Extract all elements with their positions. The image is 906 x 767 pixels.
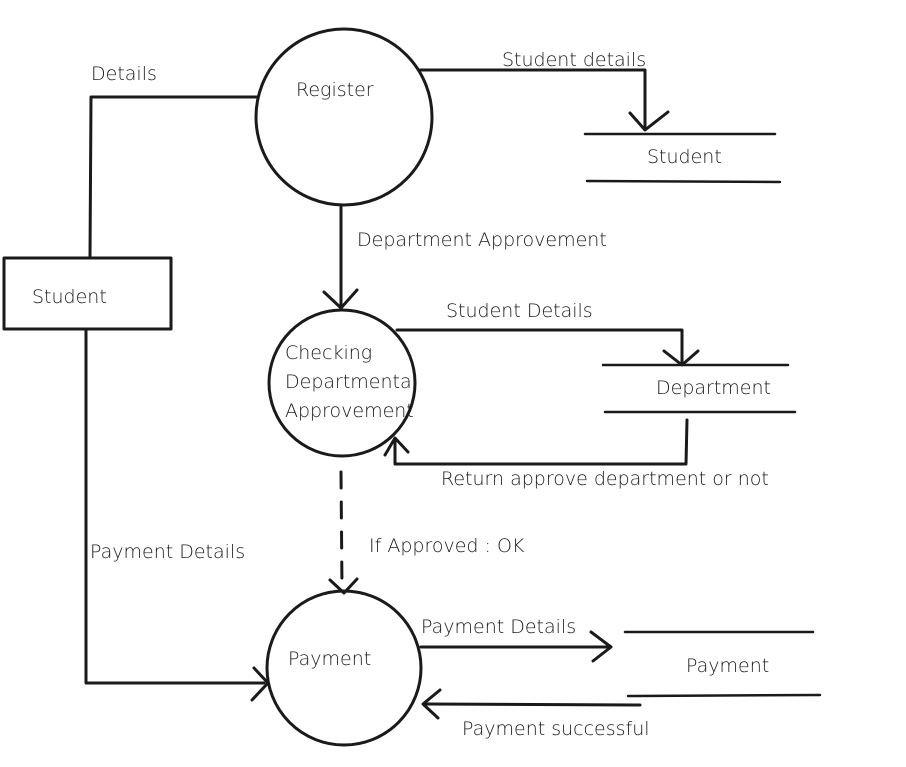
process-payment: Payment [265,589,423,747]
flow-if-approved-arrowhead [328,577,359,595]
flow-student-details-mid: Student Details [395,300,700,367]
process-register: Register [254,27,434,207]
entity-student: Student [2,256,173,331]
flow-student-details-mid-arrowhead [662,349,700,367]
flow-payment-details-left-line [84,328,266,685]
flow-payment-details-left: Payment Details [84,328,270,702]
flow-details: Details [88,63,259,260]
entity-student-box [2,256,173,331]
process-checking-label-1: Checking [285,342,372,364]
datastore-student-label: Student [647,146,722,168]
entity-student-label: Student [32,286,107,308]
flow-details-label: Details [91,63,157,85]
flow-student-details-mid-label: Student Details [446,300,593,322]
flow-payment-details-right-arrowhead [589,630,613,663]
flow-payment-successful: Payment successful [421,688,650,740]
process-register-circle [254,27,434,207]
flow-department-approvement: Department Approvement [322,203,607,310]
flow-student-details-mid-line [395,328,684,364]
flow-payment-details-right: Payment Details [419,616,613,663]
datastore-payment: Payment [623,630,822,698]
process-payment-label: Payment [288,648,371,670]
flow-return-approve-line [393,418,689,466]
flow-payment-details-left-arrowhead [250,666,270,702]
datastore-student-bottom-line [585,179,782,184]
datastore-student: Student [583,132,782,184]
process-checking-label-2: Departmental [285,371,417,393]
flow-student-details-top-label: Student details [502,49,646,71]
process-register-label: Register [296,79,374,101]
flow-if-approved: If Approved : OK [328,470,525,595]
flow-payment-successful-arrowhead [421,688,442,720]
datastore-department-label: Department [656,377,771,399]
flow-department-approvement-arrowhead [322,288,359,310]
flow-return-approve-label: Return approve department or not [441,468,769,490]
flow-payment-details-left-label: Payment Details [90,541,245,563]
flow-payment-details-right-label: Payment Details [421,616,576,638]
flow-student-details-top-line [418,68,647,130]
flow-student-details-top: Student details [418,49,670,132]
flow-if-approved-line [339,470,344,590]
process-checking-circle [267,308,417,458]
flow-return-approve-arrowhead [383,436,410,457]
flow-department-approvement-label: Department Approvement [357,229,607,251]
flow-if-approved-label: If Approved : OK [369,535,525,557]
flow-payment-successful-label: Payment successful [462,718,650,740]
datastore-payment-label: Payment [686,655,769,677]
flow-payment-successful-line [423,702,642,707]
process-checking: Checking Departmental Approvement [267,308,417,458]
process-checking-label-3: Approvement [285,400,414,422]
datastore-payment-bottom-line [626,693,822,698]
flow-return-approve: Return approve department or not [383,418,769,490]
flow-student-details-top-arrowhead [628,110,670,132]
flow-details-line [88,95,259,260]
datastore-department: Department [601,363,797,414]
